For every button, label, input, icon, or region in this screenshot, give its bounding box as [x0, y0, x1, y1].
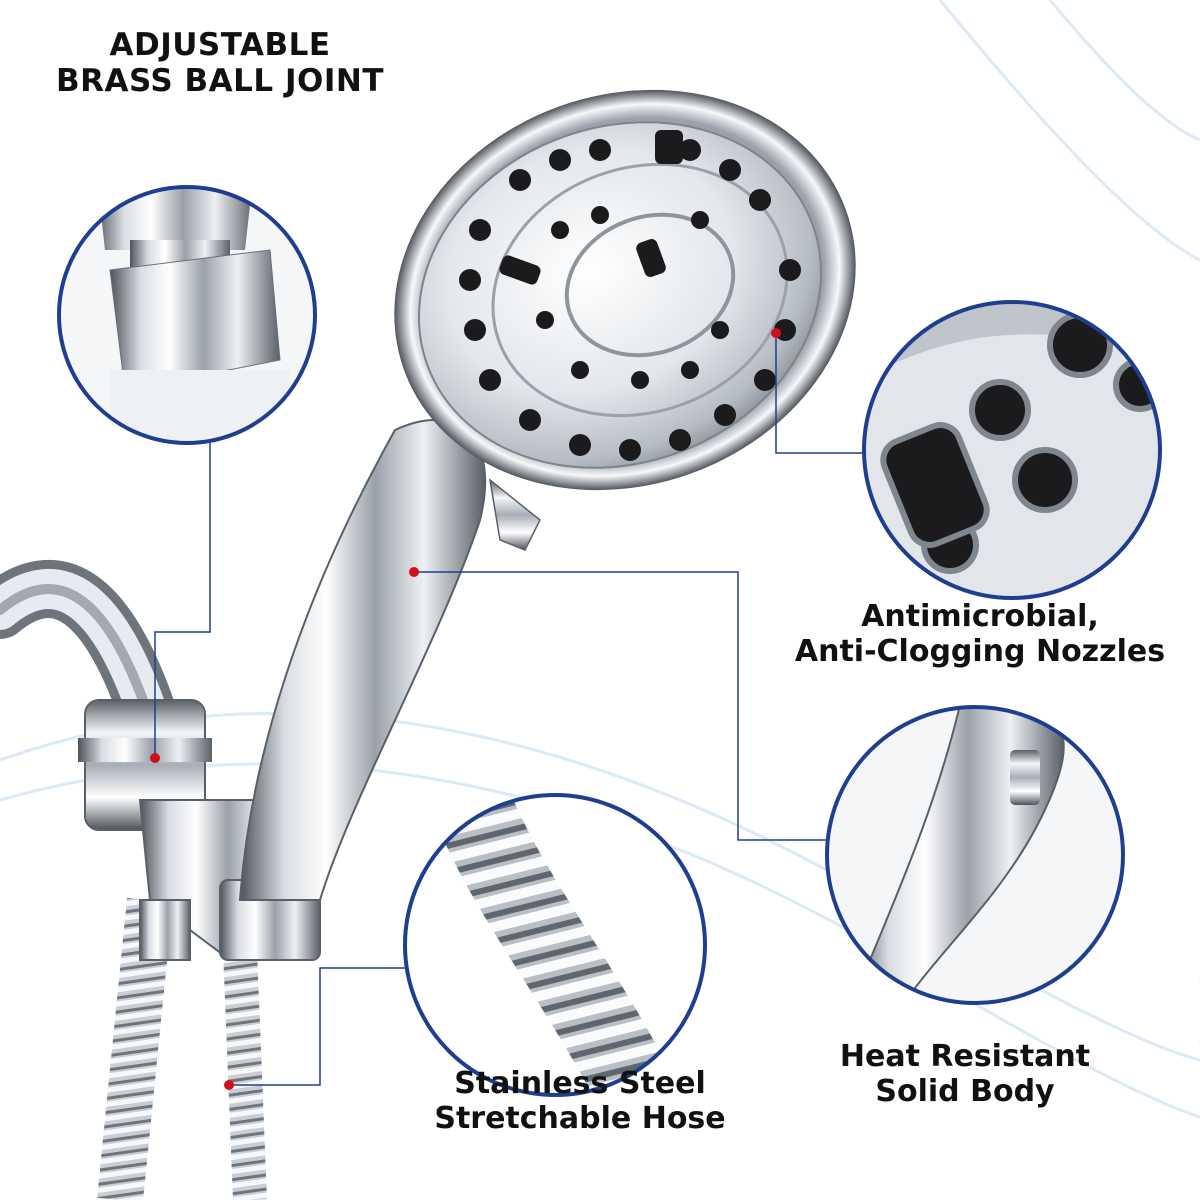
nozzles-label: Antimicrobial, Anti-Clogging Nozzles [770, 599, 1190, 670]
nozzle-dots [459, 130, 801, 461]
nozzles-label-line-1: Antimicrobial, [861, 599, 1099, 634]
body-label: Heat Resistant Solid Body [800, 1039, 1130, 1110]
hose-label-line-1: Stainless Steel [454, 1066, 706, 1101]
ball-joint-label: ADJUSTABLE BRASS BALL JOINT [40, 27, 400, 100]
hose-label-line-2: Stretchable Hose [434, 1100, 726, 1136]
ball-joint-label-line-2: BRASS BALL JOINT [56, 62, 384, 99]
callout-connectors [154, 333, 868, 1086]
body-label-line-1: Heat Resistant [839, 1039, 1091, 1074]
nozzles-detail-circle [862, 300, 1162, 600]
ball-joint-detail-circle [57, 185, 317, 445]
callout-markers [150, 328, 781, 1090]
shower-head [394, 89, 856, 491]
hose-detail-circle [403, 793, 707, 1097]
ball-joint-label-line-1: ADJUSTABLE [109, 27, 331, 63]
body-detail-circle [825, 705, 1125, 1005]
hose-label: Stainless Steel Stretchable Hose [400, 1066, 760, 1137]
body-label-line-2: Solid Body [875, 1073, 1055, 1109]
nozzles-label-line-2: Anti-Clogging Nozzles [794, 633, 1166, 669]
